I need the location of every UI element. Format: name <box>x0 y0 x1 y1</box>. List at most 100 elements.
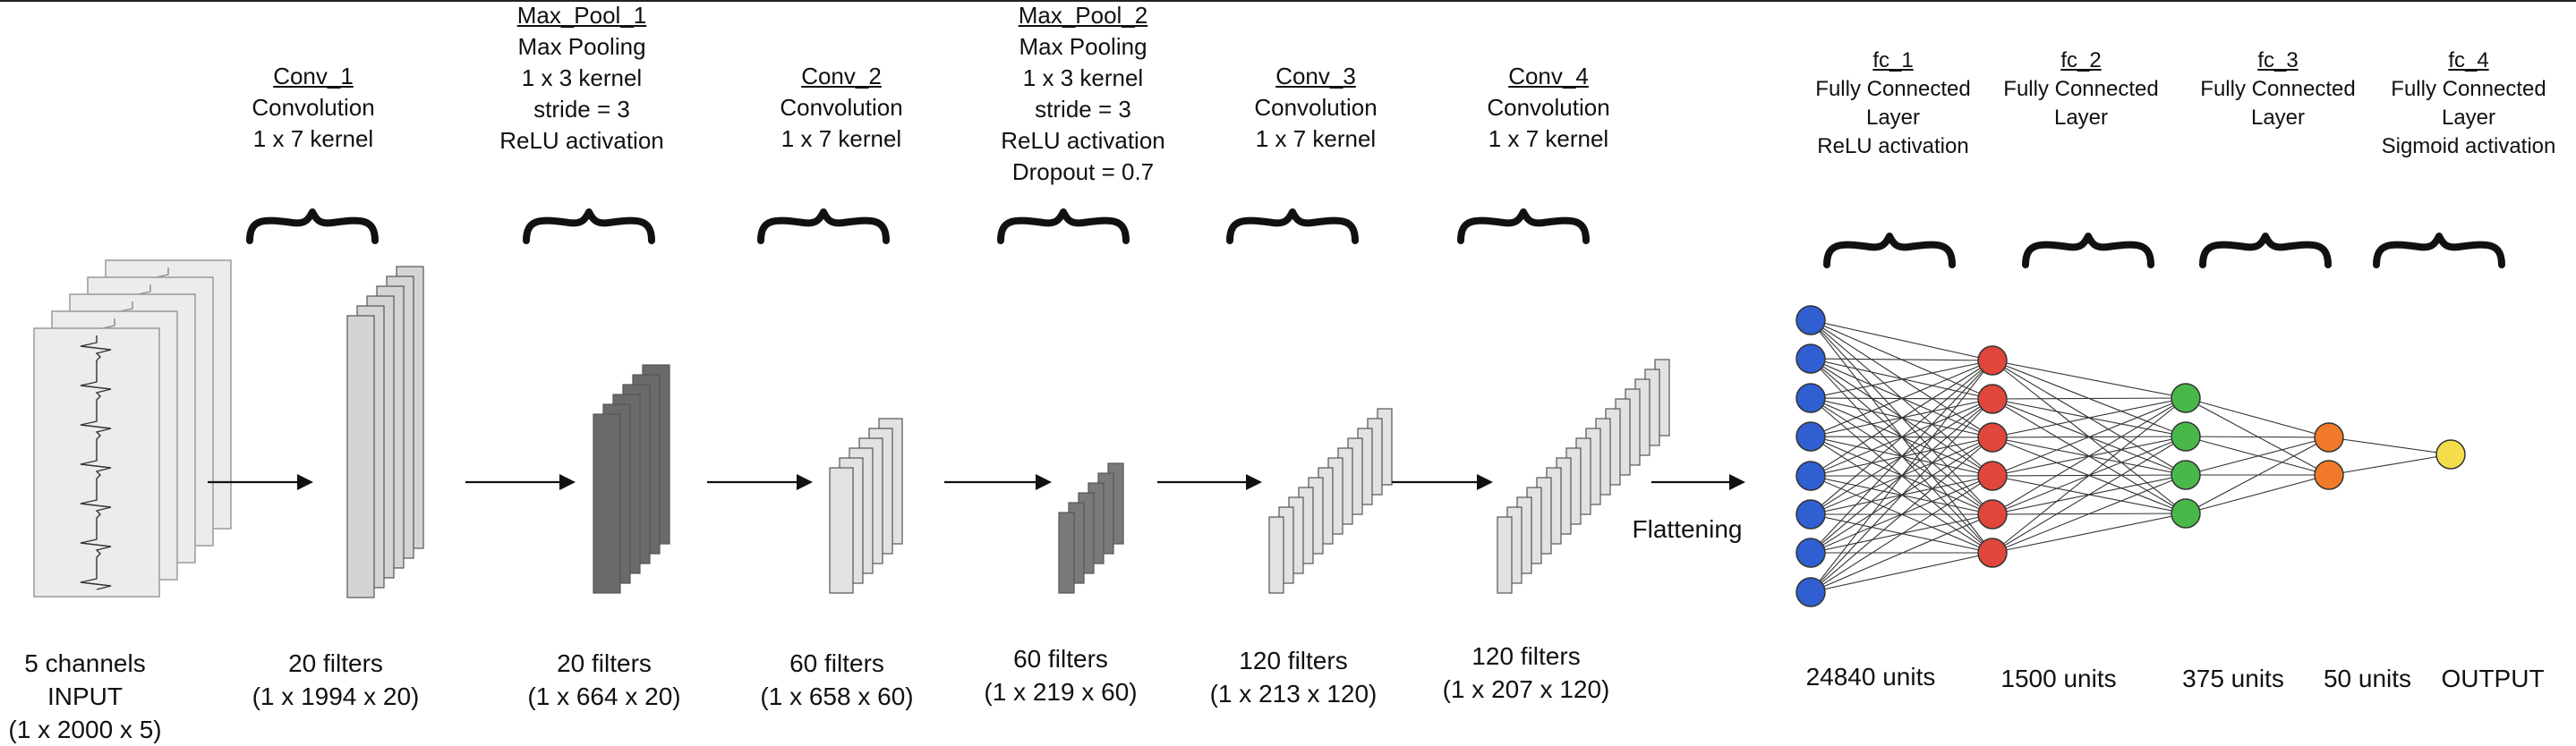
fc-1-neuron <box>1796 305 1826 335</box>
input-ecg-channels <box>33 259 232 598</box>
conv-2-output: 60 filters (1 x 658 x 60) <box>747 647 926 713</box>
conv-1-line-2: 1 x 7 kernel <box>252 125 374 152</box>
max-pool-1-stack <box>593 364 670 594</box>
conv-3-count: 120 filters <box>1239 647 1348 674</box>
conv-3-stack <box>1268 408 1393 594</box>
layer-braces <box>246 208 2505 268</box>
fc-edge <box>1992 397 2187 515</box>
fc-4-line-1: Fully Connected <box>2391 77 2546 101</box>
brace-8 <box>2022 233 2154 268</box>
fc-edge <box>1810 437 1993 593</box>
fc-4-neuron <box>2314 422 2344 453</box>
fc-3-neuron <box>2171 383 2201 413</box>
fc-3-line-2: Layer <box>2250 106 2306 130</box>
conv-2-line-2: 1 x 7 kernel <box>780 125 902 152</box>
fc-4-title: fc_4 <box>2448 48 2489 72</box>
fc-edge <box>1810 360 1993 554</box>
arrow-head <box>559 474 576 490</box>
fc-edge <box>1810 513 1993 593</box>
fc-1-neuron <box>1796 499 1826 530</box>
conv-4-line-1: Convolution <box>1487 94 1610 121</box>
output-label: OUTPUT <box>2430 662 2555 695</box>
max-pool-2-header: Max_Pool_2 Max Pooling 1 x 3 kernel stri… <box>980 0 1186 188</box>
brace-4 <box>997 208 1130 244</box>
max-pool-2-shape: (1 x 219 x 60) <box>984 678 1138 706</box>
feature-map-slice <box>1268 516 1284 594</box>
arrow-head <box>1036 474 1052 490</box>
fc-2-units-text: 1500 units <box>2000 665 2117 692</box>
fc-edge <box>1992 397 2187 554</box>
conv-1-line-1: Convolution <box>252 94 375 121</box>
max-pool-2-title: Max_Pool_2 <box>1018 2 1148 29</box>
fc-2-header: fc_2 Fully Connected Layer <box>1987 47 2175 132</box>
fc-3-units: 375 units <box>2166 662 2300 695</box>
fc-edge <box>1992 513 2187 554</box>
max-pool-1-line-4: ReLU activation <box>499 127 664 154</box>
fc-3-neuron <box>2171 498 2201 529</box>
output-neuron <box>2435 439 2466 470</box>
fc-edge <box>1810 360 1993 515</box>
fc-2-neuron <box>1977 422 2008 453</box>
conv-4-title: Conv_4 <box>1508 63 1589 89</box>
conv-3-title: Conv_3 <box>1275 63 1356 89</box>
max-pool-2-line-4: ReLU activation <box>1001 127 1165 154</box>
max-pool-1-header: Max_Pool_1 Max Pooling 1 x 3 kernel stri… <box>479 0 685 157</box>
fc-edge <box>1810 360 1993 437</box>
conv-1-stack <box>346 266 424 598</box>
flattening-text: Flattening <box>1632 515 1743 543</box>
brace-5 <box>1226 208 1359 244</box>
conv-1-count: 20 filters <box>288 649 383 677</box>
max-pool-2-stack <box>1058 462 1124 594</box>
fc-2-neuron <box>1977 538 2008 568</box>
brace-7 <box>1823 233 1956 268</box>
conv-2-header: Conv_2 Convolution 1 x 7 kernel <box>752 61 931 155</box>
feature-map-slice <box>829 467 854 594</box>
fc-edge <box>1992 360 2187 399</box>
conv-3-line-2: 1 x 7 kernel <box>1255 125 1377 152</box>
conv-3-line-1: Convolution <box>1254 94 1378 121</box>
max-pool-1-line-1: Max Pooling <box>517 33 646 60</box>
fc-2-neuron <box>1977 499 2008 530</box>
arrow-1 <box>208 474 313 490</box>
fc-edge <box>1810 360 1993 477</box>
fc-1-neuron <box>1796 577 1826 607</box>
max-pool-2-line-3: stride = 3 <box>1035 96 1131 123</box>
fc-2-title: fc_2 <box>2060 48 2102 72</box>
arrow-head <box>797 474 813 490</box>
fc-edge <box>2185 437 2330 514</box>
fc-1-header: fc_1 Fully Connected Layer ReLU activati… <box>1790 47 1996 161</box>
arrow-5 <box>1157 474 1262 490</box>
conv-1-output: 20 filters (1 x 1994 x 20) <box>237 647 434 713</box>
fc-4-units: 50 units <box>2305 662 2430 695</box>
fc-edge <box>1992 397 2187 400</box>
fc-1-line-3: ReLU activation <box>1817 134 1969 158</box>
max-pool-2-output: 60 filters (1 x 219 x 60) <box>967 642 1155 708</box>
brace-1 <box>246 208 379 244</box>
fc-1-neuron <box>1796 538 1826 568</box>
feature-map-slice <box>346 315 375 598</box>
conv-2-line-1: Convolution <box>780 94 903 121</box>
conv-1-shape: (1 x 1994 x 20) <box>252 682 420 710</box>
conv-1-title: Conv_1 <box>273 63 354 89</box>
fc-1-neuron <box>1796 383 1826 413</box>
max-pool-2-count: 60 filters <box>1013 645 1108 673</box>
fc-edge <box>1810 552 1993 593</box>
fc-connections <box>1810 319 2452 593</box>
ecg-channel-1 <box>33 327 160 598</box>
conv-2-stack <box>829 418 903 594</box>
arrow-head <box>1477 474 1493 490</box>
brace-9 <box>2199 233 2332 268</box>
fc-1-units: 24840 units <box>1790 660 1951 693</box>
fc-edge <box>2185 397 2330 438</box>
conv-4-line-2: 1 x 7 kernel <box>1488 125 1609 152</box>
fc-1-line-1: Fully Connected <box>1815 77 1971 101</box>
input-line-2: INPUT <box>47 682 123 710</box>
max-pool-2-line-2: 1 x 3 kernel <box>1022 64 1144 91</box>
fc-neurons <box>1796 305 2466 607</box>
fc-1-neuron <box>1796 343 1826 374</box>
feature-map-slice <box>593 413 621 594</box>
conv-4-output: 120 filters (1 x 207 x 120) <box>1428 640 1625 706</box>
fc-3-header: fc_3 Fully Connected Layer <box>2184 47 2372 132</box>
max-pool-2-line-1: Max Pooling <box>1019 33 1147 60</box>
fc-edge <box>1810 475 1993 593</box>
